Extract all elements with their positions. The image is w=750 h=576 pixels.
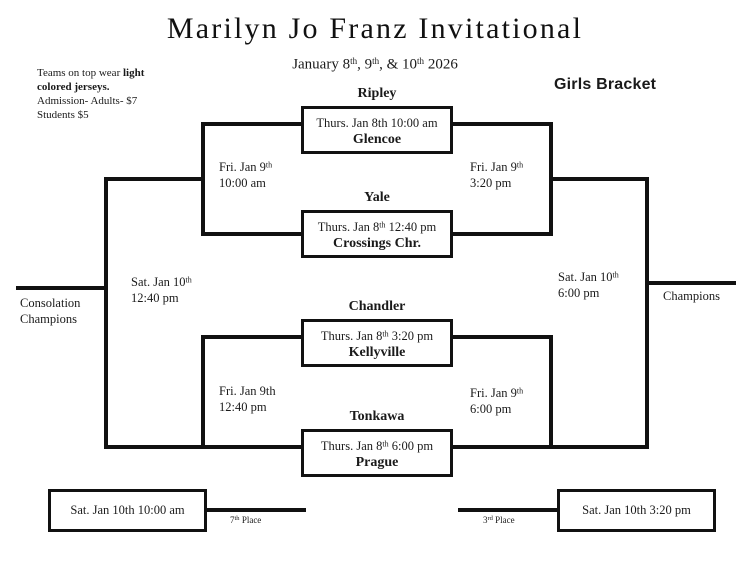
game-3-bottom-team: Kellyville (348, 345, 406, 360)
bracket-division-label: Girls Bracket (554, 76, 657, 93)
line-upper-left-top (201, 122, 301, 126)
seventh-place-box[interactable]: Sat. Jan 10th 10:00 am (48, 489, 207, 532)
third-place-label: 3rd Place (483, 515, 515, 525)
game-2-time: Thurs. Jan 8th 12:40 pm (317, 220, 437, 234)
line-championship-vertical (645, 177, 649, 449)
third-place-box[interactable]: Sat. Jan 10th 3:20 pm (557, 489, 716, 532)
line-upper-left-bottom (201, 232, 301, 236)
game-1-top-team: Ripley (357, 86, 397, 101)
consolation-champions-line1: Consolation (20, 296, 81, 310)
losers-lower-time: 12:40 pm (219, 400, 267, 414)
round-label-losers-upper: Fri. Jan 9th 10:00 am (219, 157, 272, 191)
admission-notes: Teams on top wear light colored jerseys.… (37, 66, 217, 122)
losers-lower-day: Fri. Jan 9th (219, 384, 276, 398)
line-lower-right-out (549, 445, 647, 449)
round-label-winners-upper: Fri. Jan 9th 3:20 pm (470, 157, 523, 191)
winners-upper-time: 3:20 pm (470, 175, 512, 190)
line-lower-right-vertical (549, 335, 553, 449)
tournament-dates: January 8th, 9th, & 10th 2026 (292, 56, 458, 73)
game-1-box[interactable]: Thurs. Jan 8th 10:00 am Glencoe (301, 106, 453, 154)
line-lower-left-top (201, 335, 301, 339)
game-2-top-team: Yale (364, 190, 390, 205)
game-1-bottom-team: Glencoe (352, 132, 402, 147)
game-4-bottom-team: Prague (355, 455, 399, 470)
game-2-bottom-team: Crossings Chr. (333, 236, 421, 251)
round-label-winners-lower: Fri. Jan 9th 6:00 pm (470, 383, 523, 417)
losers-upper-day: Fri. Jan 9th (219, 159, 273, 174)
game-4-time: Thurs. Jan 8th 6:00 pm (320, 439, 434, 453)
championship-final-time: 6:00 pm (558, 285, 600, 300)
winners-lower-time: 6:00 pm (470, 401, 512, 416)
line-lower-left-out (107, 445, 205, 449)
jersey-note-bold-2: colored jerseys. (37, 81, 110, 93)
losers-upper-time: 10:00 am (219, 175, 266, 190)
round-label-losers-lower: Fri. Jan 9th 12:40 pm (219, 383, 276, 415)
consolation-champions-label: Consolation Champions (20, 295, 80, 327)
line-upper-right-out (549, 177, 647, 181)
admission-students: Students $5 (37, 109, 89, 121)
line-consolation-vertical (104, 177, 108, 449)
winners-lower-day: Fri. Jan 9th (470, 385, 524, 400)
line-lower-left-vertical (201, 335, 205, 449)
line-lower-right-top (453, 335, 553, 339)
consolation-champions-line2: Champions (20, 312, 77, 326)
game-4-box[interactable]: Thurs. Jan 8th 6:00 pm Prague (301, 429, 453, 477)
line-champions (645, 281, 736, 285)
admission-adults: Admission- Adults- $7 (37, 95, 138, 107)
line-lower-left-bottom (201, 445, 301, 449)
line-upper-left-out (107, 177, 205, 181)
line-consolation-champions (16, 286, 106, 290)
jersey-note-plain: Teams on top wear (37, 67, 123, 79)
championship-final-day: Sat. Jan 10th (558, 269, 619, 284)
game-3-box[interactable]: Thurs. Jan 8th 3:20 pm Kellyville (301, 319, 453, 367)
line-upper-right-bottom (453, 232, 553, 236)
page-title: Marilyn Jo Franz Invitational (166, 12, 584, 45)
game-4-top-team: Tonkawa (349, 409, 405, 424)
third-place-time: Sat. Jan 10th 3:20 pm (582, 503, 691, 517)
consolation-final-day: Sat. Jan 10th (131, 274, 192, 289)
round-label-consolation-final: Sat. Jan 10th 12:40 pm (131, 272, 192, 306)
game-2-box[interactable]: Thurs. Jan 8th 12:40 pm Crossings Chr. (301, 210, 453, 258)
game-1-time: Thurs. Jan 8th 10:00 am (316, 116, 438, 130)
seventh-place-label: 7th Place (230, 515, 262, 525)
seventh-place-time: Sat. Jan 10th 10:00 am (70, 503, 185, 517)
line-third-place (458, 508, 560, 512)
line-upper-right-top (453, 122, 553, 126)
game-3-top-team: Chandler (348, 299, 406, 314)
winners-upper-day: Fri. Jan 9th (470, 159, 524, 174)
game-3-time: Thurs. Jan 8th 3:20 pm (320, 329, 434, 343)
consolation-final-time: 12:40 pm (131, 290, 179, 305)
round-label-championship-final: Sat. Jan 10th 6:00 pm (558, 267, 619, 301)
jersey-note-bold-1: light (122, 67, 145, 79)
line-seventh-place (204, 508, 306, 512)
line-lower-right-bottom (453, 445, 553, 449)
champions-label: Champions (663, 289, 720, 303)
